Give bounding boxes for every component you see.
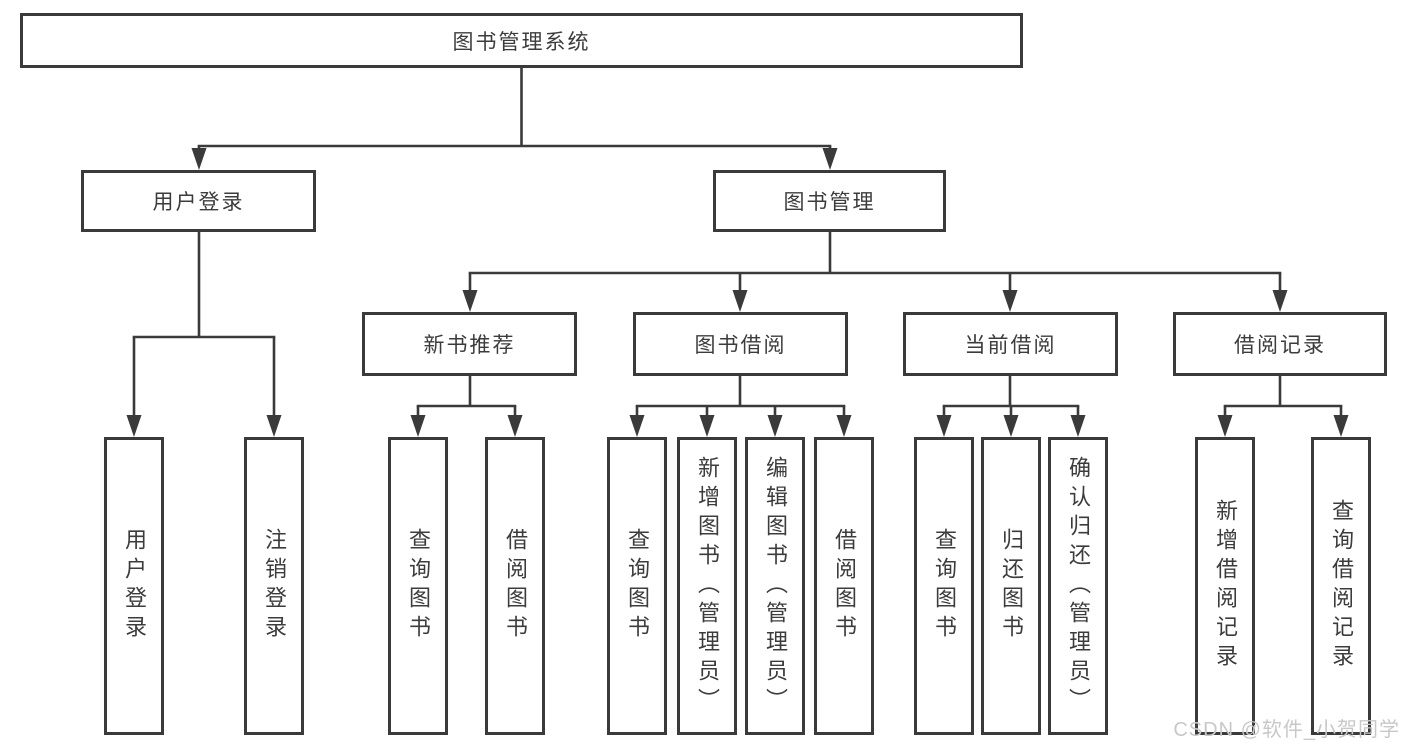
leaf-borrow-add-books-admin-label: 新增图书（管理员） xyxy=(695,455,720,717)
leaf-current-search-books: 查询图书 xyxy=(914,437,974,735)
node-borrow-records: 借阅记录 xyxy=(1173,312,1387,376)
leaf-borrow-search-books-label: 查询图书 xyxy=(625,528,650,644)
node-book-manage: 图书管理 xyxy=(713,170,946,232)
node-user-login: 用户登录 xyxy=(81,170,316,232)
node-root-system: 图书管理系统 xyxy=(20,13,1023,68)
leaf-current-return-books: 归还图书 xyxy=(981,437,1041,735)
leaf-recommend-search-books: 查询图书 xyxy=(388,437,448,735)
node-book-borrow-label: 图书借阅 xyxy=(694,334,787,357)
leaf-recommend-search-books-label: 查询图书 xyxy=(406,528,431,644)
leaf-current-search-books-label: 查询图书 xyxy=(932,528,957,644)
leaf-borrow-edit-books-admin: 编辑图书（管理员） xyxy=(745,437,805,735)
leaf-logout-label: 注销登录 xyxy=(262,528,287,644)
node-new-book-recommend: 新书推荐 xyxy=(362,312,577,376)
leaf-borrow-add-books-admin: 新增图书（管理员） xyxy=(677,437,737,735)
leaf-records-search-record-label: 查询借阅记录 xyxy=(1329,499,1354,673)
leaf-borrow-borrow-books: 借阅图书 xyxy=(814,437,874,735)
leaf-records-add-record: 新增借阅记录 xyxy=(1195,437,1255,735)
leaf-borrow-edit-books-admin-label: 编辑图书（管理员） xyxy=(763,455,788,717)
leaf-current-confirm-return-admin: 确认归还（管理员） xyxy=(1048,437,1108,735)
watermark: CSDN @软件_小贺同学 xyxy=(1173,719,1400,741)
node-book-borrow: 图书借阅 xyxy=(633,312,848,376)
leaf-user-login-label: 用户登录 xyxy=(122,528,147,644)
leaf-borrow-borrow-books-label: 借阅图书 xyxy=(832,528,857,644)
leaf-recommend-borrow-books: 借阅图书 xyxy=(485,437,545,735)
leaf-current-return-books-label: 归还图书 xyxy=(999,528,1024,644)
leaf-records-search-record: 查询借阅记录 xyxy=(1311,437,1371,735)
leaf-user-login: 用户登录 xyxy=(104,437,164,735)
node-root-label: 图书管理系统 xyxy=(452,30,591,54)
leaf-recommend-borrow-books-label: 借阅图书 xyxy=(503,528,528,644)
leaf-borrow-search-books: 查询图书 xyxy=(607,437,667,735)
leaf-records-add-record-label: 新增借阅记录 xyxy=(1213,499,1238,673)
node-borrow-records-label: 借阅记录 xyxy=(1234,334,1326,357)
leaf-current-confirm-return-admin-label: 确认归还（管理员） xyxy=(1066,455,1091,717)
node-current-borrow-label: 当前借阅 xyxy=(964,334,1057,357)
node-book-manage-label: 图书管理 xyxy=(783,191,876,214)
node-user-login-label: 用户登录 xyxy=(152,191,245,214)
node-current-borrow: 当前借阅 xyxy=(903,312,1118,376)
leaf-logout: 注销登录 xyxy=(244,437,304,735)
node-new-book-recommend-label: 新书推荐 xyxy=(423,334,516,357)
